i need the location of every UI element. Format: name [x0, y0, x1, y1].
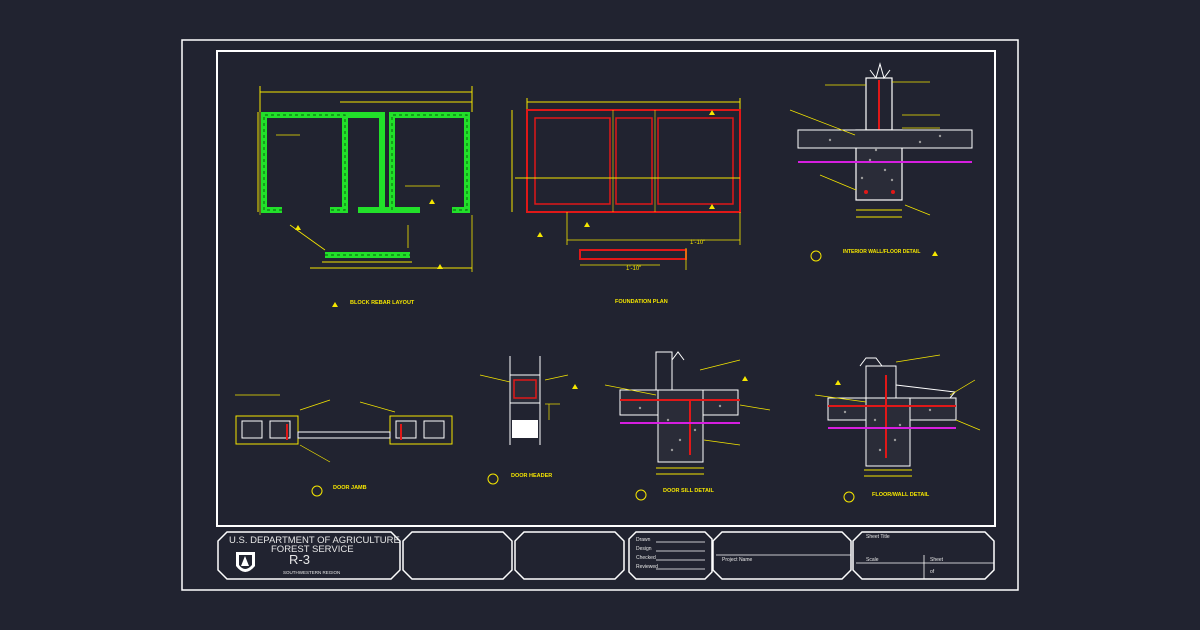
sheet-number-label: Sheet — [930, 557, 944, 563]
svg-text:1'-10": 1'-10" — [690, 240, 705, 246]
drawing-title-block-rebar-layout: BLOCK REBAR LAYOUT — [350, 300, 415, 306]
sign-label-checked: Checked — [636, 555, 656, 561]
sign-label-reviewed: Reviewed — [636, 564, 658, 570]
sheet-number-value: of — [930, 569, 935, 575]
drawing-border — [216, 50, 996, 527]
agency-name-line1: U.S. DEPARTMENT OF AGRICULTURE — [229, 535, 400, 546]
drawing-title-door-jamb: DOOR JAMB — [333, 485, 367, 491]
title-block — [217, 531, 995, 580]
door-jamb-drawing — [235, 394, 453, 497]
drawing-title-interior-wall-floor: INTERIOR WALL/FLOOR DETAIL — [843, 249, 920, 255]
drawing-title-door-sill: DOOR SILL DETAIL — [663, 488, 714, 494]
sign-label-design: Design — [636, 546, 652, 552]
region-name: SOUTHWESTERN REGION — [283, 570, 340, 575]
region-code: R-3 — [289, 552, 310, 567]
forest-service-shield-icon — [236, 552, 255, 572]
sheet-title-label: Sheet Title — [866, 534, 890, 540]
door-header-drawing — [479, 356, 578, 485]
outer-border — [181, 39, 1019, 591]
floor-wall-detail-drawing — [814, 354, 981, 503]
sign-label-drawn: Drawn — [636, 537, 651, 543]
agency-name-line2: FOREST SERVICE — [271, 544, 354, 555]
scale-label: Scale — [866, 557, 879, 563]
block-rebar-layout-drawing — [257, 86, 473, 307]
svg-text:1'-10": 1'-10" — [626, 266, 641, 272]
door-sill-detail-drawing — [604, 351, 771, 501]
foundation-plan-drawing: 1'-10" 1'-10" — [511, 98, 741, 272]
drawing-title-foundation-plan: FOUNDATION PLAN — [615, 299, 668, 305]
interior-wall-floor-detail-drawing — [789, 62, 973, 262]
drawing-title-door-header: DOOR HEADER — [511, 473, 552, 479]
project-name-label: Project Name — [722, 557, 753, 563]
drawing-title-floor-wall: FLOOR/WALL DETAIL — [872, 492, 930, 498]
